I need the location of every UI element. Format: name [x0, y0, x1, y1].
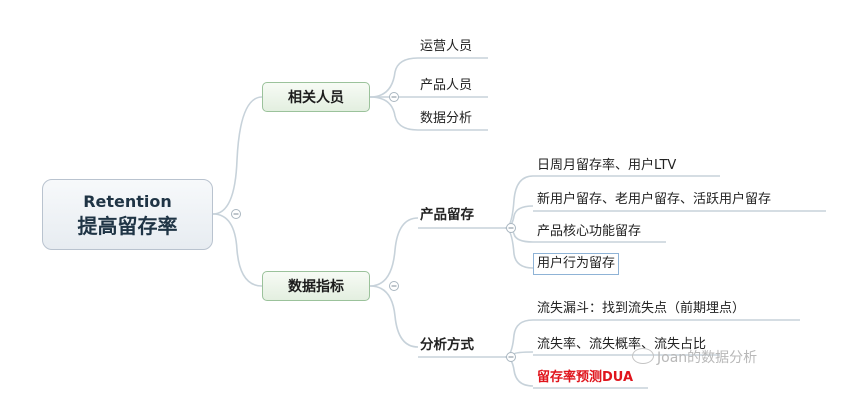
connector-metrics-to-retention	[369, 217, 419, 287]
connector-metrics-to-analysis	[369, 285, 419, 348]
leaf-user-type-retention[interactable]: 新用户留存、老用户留存、活跃用户留存	[537, 192, 772, 207]
watermark: Joan的数据分析	[632, 347, 757, 367]
connector-root-to-metrics	[212, 213, 263, 287]
root-node[interactable]: Retention 提高留存率	[42, 179, 213, 250]
connector-people-to-data	[369, 96, 419, 131]
branch-people-label: 相关人员	[288, 90, 344, 106]
branch-people[interactable]: 相关人员	[262, 82, 370, 112]
subbranch-product-retention[interactable]: 产品留存	[420, 207, 474, 223]
branch-metrics[interactable]: 数据指标	[262, 271, 370, 301]
connector-people-to-ops	[369, 57, 419, 98]
leaf-core-feature-retention[interactable]: 产品核心功能留存	[537, 224, 642, 239]
leaf-ops-staff[interactable]: 运营人员	[420, 39, 473, 54]
connector-retention-leaf-4	[504, 227, 534, 269]
branch-metrics-label: 数据指标	[288, 279, 344, 295]
root-title-zh: 提高留存率	[77, 213, 178, 238]
wechat-icon	[632, 348, 654, 364]
leaf-data-analysis[interactable]: 数据分析	[420, 111, 473, 126]
leaf-behavior-retention[interactable]: 用户行为留存	[533, 253, 620, 275]
root-title-en: Retention	[83, 191, 172, 211]
leaf-retention-rate-ltv[interactable]: 日周月留存率、用户LTV	[537, 158, 677, 173]
leaf-product-staff[interactable]: 产品人员	[420, 78, 473, 93]
connector-root-to-people	[212, 96, 263, 215]
leaf-churn-rates[interactable]: 流失率、流失概率、流失占比	[537, 337, 707, 352]
leaf-churn-funnel[interactable]: 流失漏斗：找到流失点（前期埋点）	[537, 301, 746, 316]
connector-retention-leaf-1	[504, 175, 534, 229]
watermark-text: Joan的数据分析	[657, 350, 758, 366]
subbranch-analysis-method[interactable]: 分析方式	[420, 337, 474, 353]
leaf-retention-forecast[interactable]: 留存率预测DUA	[537, 370, 634, 385]
